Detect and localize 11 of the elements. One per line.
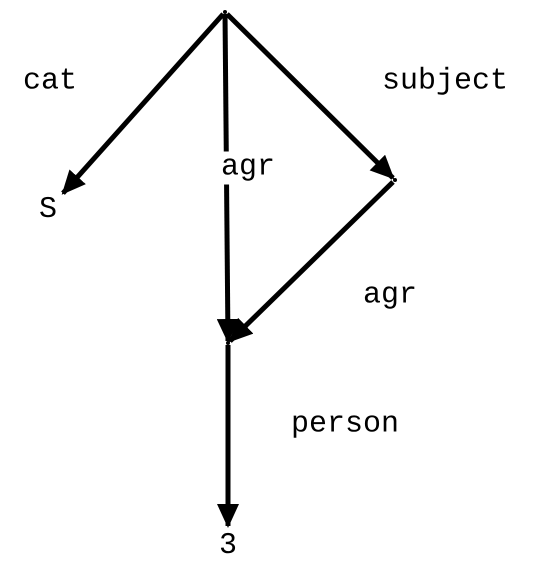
edge-label: agr <box>221 152 275 184</box>
arrow <box>217 345 239 528</box>
arrow <box>61 12 226 195</box>
arrow <box>216 14 239 343</box>
arrow <box>225 12 395 180</box>
value-text: S <box>33 190 63 230</box>
node-point <box>393 178 397 182</box>
node-point <box>226 341 230 345</box>
node-point <box>223 10 227 14</box>
value-text: 3 <box>213 526 243 566</box>
arrow <box>228 180 395 343</box>
